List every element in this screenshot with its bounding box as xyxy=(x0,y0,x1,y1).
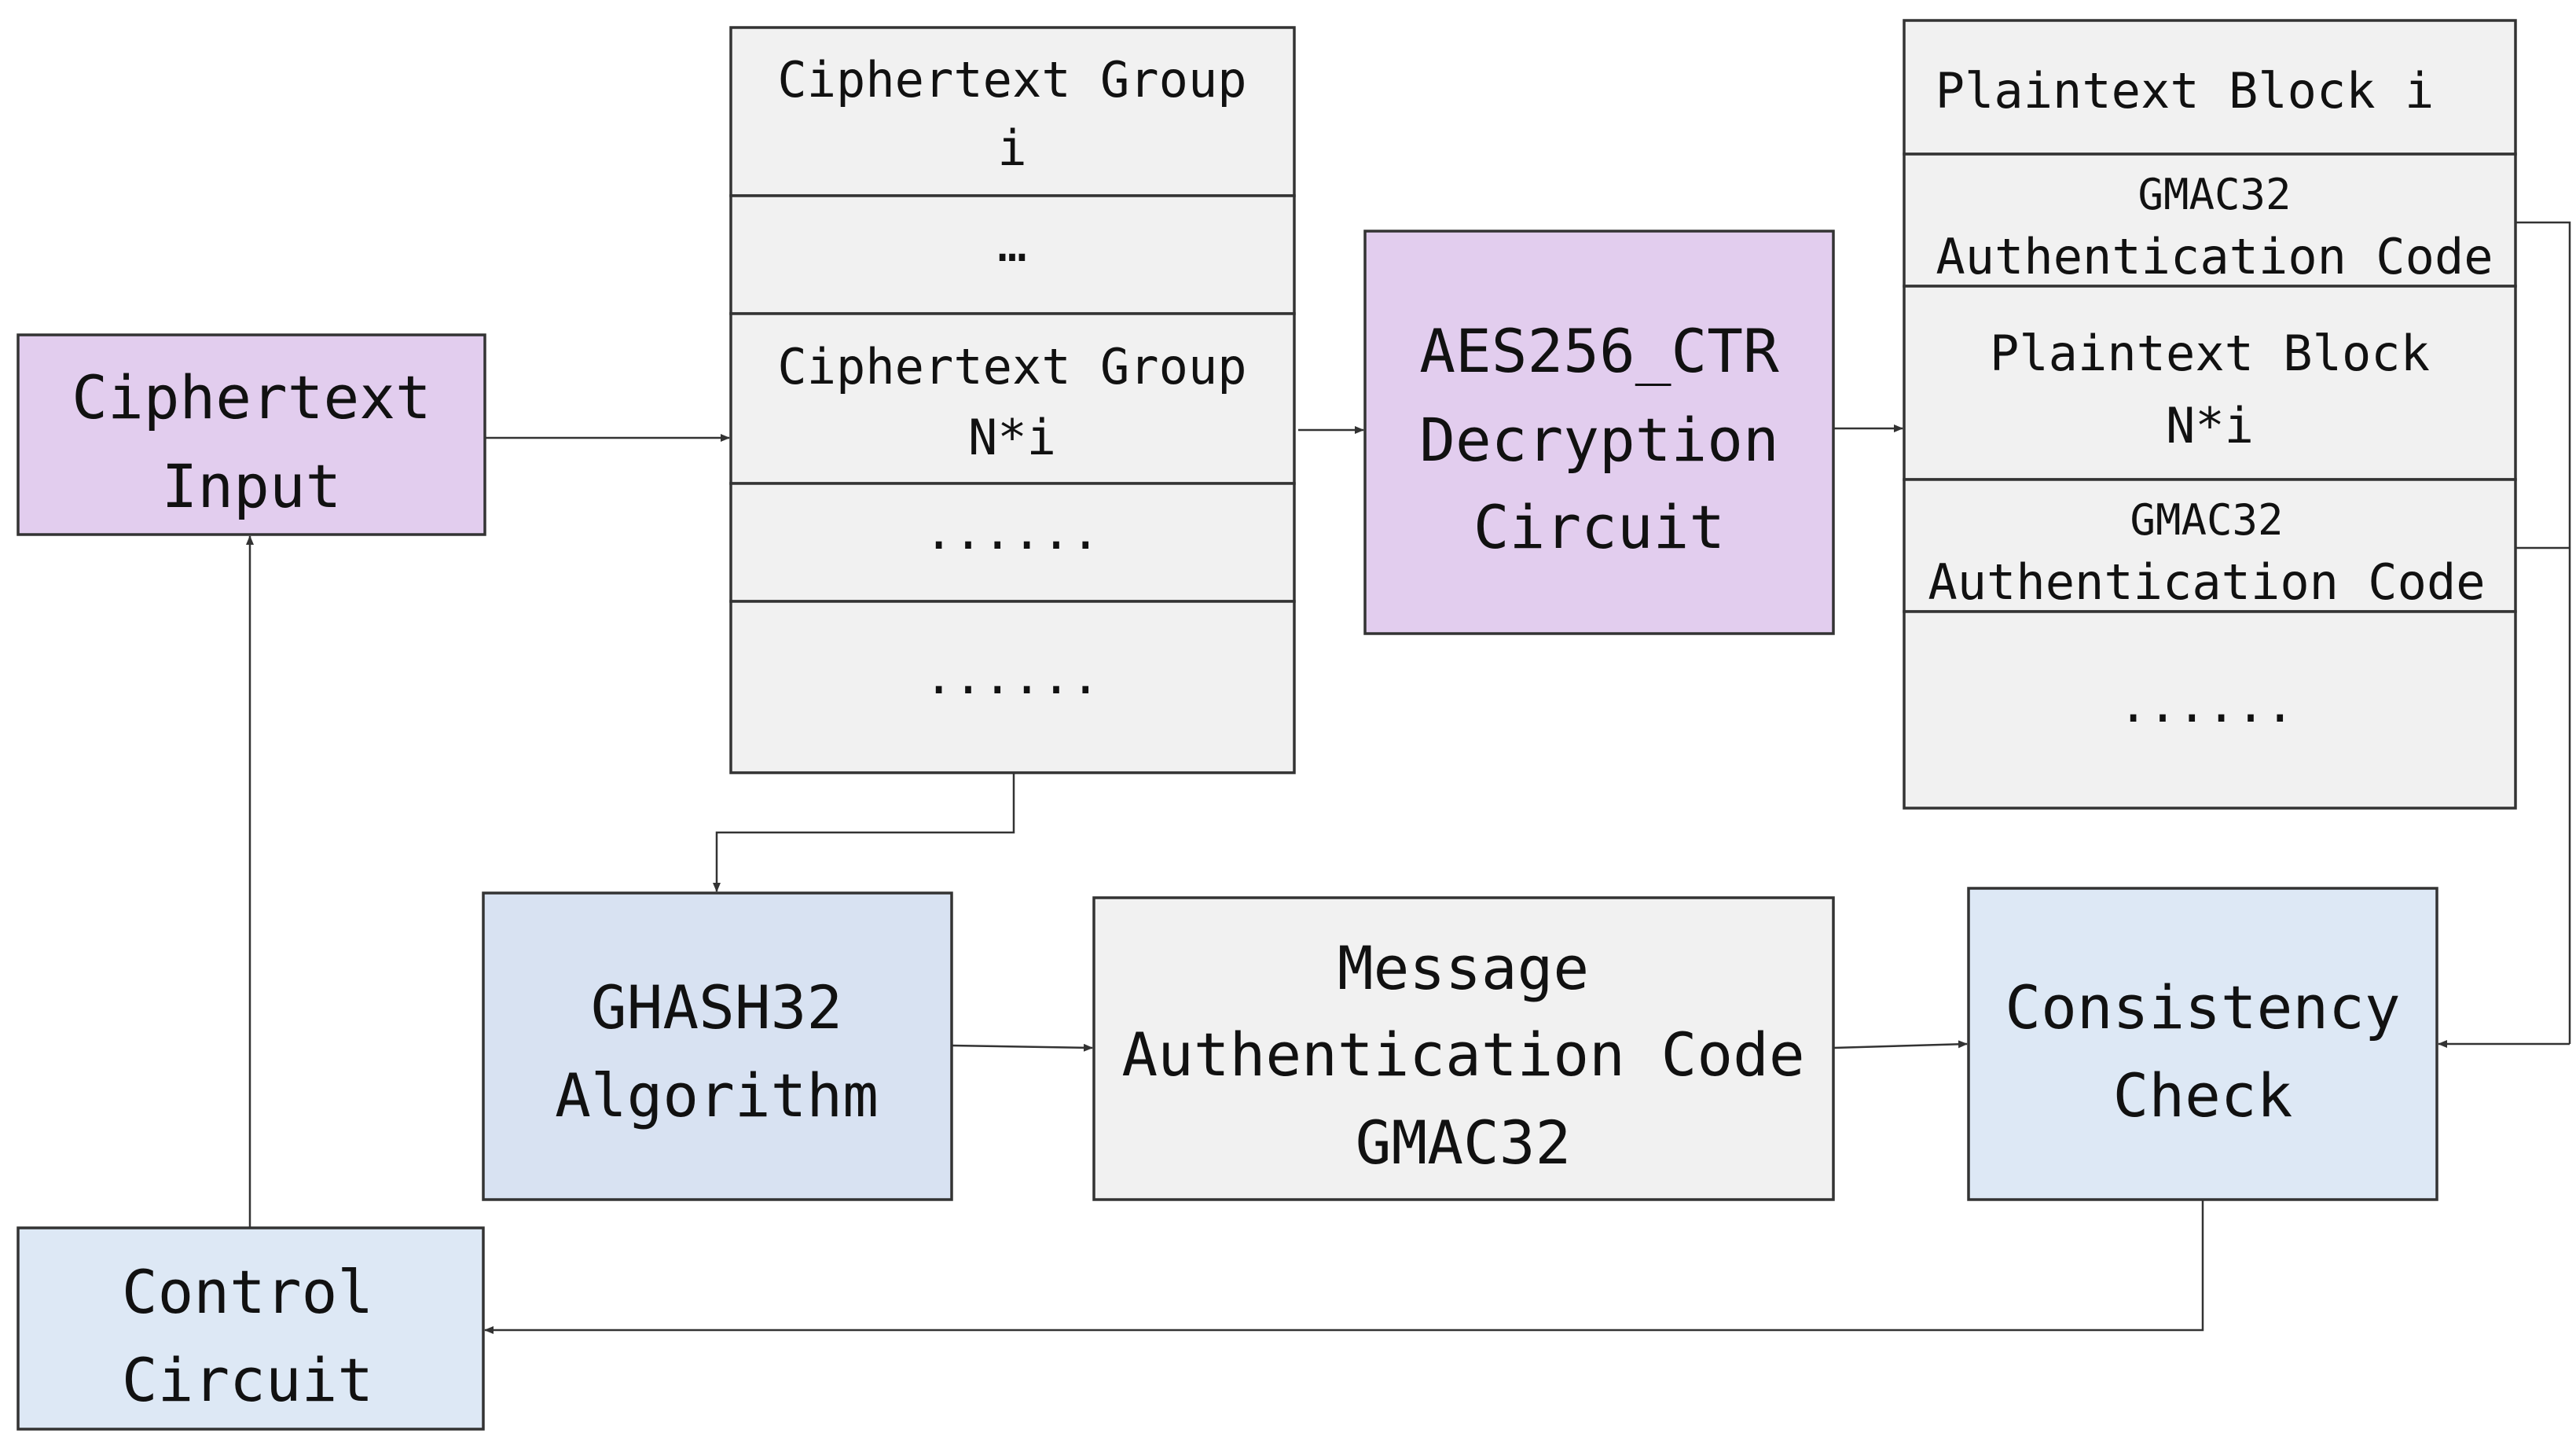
consistency-line2: Check xyxy=(2113,1060,2293,1130)
aes-line3: Circuit xyxy=(1473,492,1725,562)
ciphertext-group-stack: Ciphertext Group i … Ciphertext Group N*… xyxy=(729,26,1296,774)
ciphertext-dots-1: … xyxy=(997,215,1026,273)
bracket-gmac-1 xyxy=(2515,221,2571,1044)
aes-line1: AES256_CTR xyxy=(1419,316,1779,386)
gmac-cell-2 xyxy=(1903,478,2517,613)
arrow-consistency-to-control xyxy=(484,1200,2204,1334)
ciphertext-input-line1: Ciphertext xyxy=(72,362,431,432)
message-auth-line3: GMAC32 xyxy=(1356,1108,1572,1178)
ciphertext-input-line2: Input xyxy=(162,451,342,521)
ciphertext-group-i-line2: i xyxy=(997,119,1026,177)
ghash-algorithm-box: GHASH32 Algorithm xyxy=(482,891,953,1201)
ghash-line1: GHASH32 xyxy=(591,972,842,1042)
ghash-rect xyxy=(482,891,953,1201)
gmac-1-line1: GMAC32 xyxy=(2137,170,2291,219)
aes-line2: Decryption xyxy=(1419,405,1779,475)
ghash-line2: Algorithm xyxy=(555,1060,879,1130)
message-auth-line1: Message xyxy=(1338,933,1589,1003)
gmac-2-line1: GMAC32 xyxy=(2130,495,2283,545)
plaintext-block-stack: Plaintext Block i GMAC32 Authentication … xyxy=(1903,19,2517,810)
ciphertext-dots-2: ...... xyxy=(924,503,1100,560)
arrow-ghash-to-mac xyxy=(951,1043,1093,1052)
ciphertext-group-i-cell xyxy=(729,26,1296,197)
message-authentication-code-box: Message Authentication Code GMAC32 xyxy=(1092,896,1835,1201)
consistency-check-box: Consistency Check xyxy=(1967,887,2438,1201)
ciphertext-input-rect xyxy=(17,333,486,536)
aes-decryption-box: AES256_CTR Decryption Circuit xyxy=(1363,230,1835,635)
ciphertext-dots-cell-3 xyxy=(729,600,1296,774)
plaintext-dots-cell xyxy=(1903,610,2517,810)
ciphertext-dots-cell-1 xyxy=(729,194,1296,315)
plaintext-block-ni-cell xyxy=(1903,285,2517,481)
message-auth-line2: Authentication Code xyxy=(1121,1020,1804,1090)
control-line1: Control xyxy=(122,1257,373,1327)
aes-decryption-rect xyxy=(1363,230,1835,635)
message-auth-rect xyxy=(1092,896,1835,1201)
plaintext-block-i-label: Plaintext Block i xyxy=(1936,62,2435,119)
ciphertext-group-i-line1: Ciphertext Group xyxy=(777,51,1246,108)
ciphertext-dots-3: ...... xyxy=(924,648,1100,705)
plaintext-block-ni-line1: Plaintext Block xyxy=(1990,325,2430,382)
plaintext-dots: ...... xyxy=(2119,676,2295,733)
ciphertext-group-ni-line1: Ciphertext Group xyxy=(777,338,1246,395)
gmac-2-line2: Authentication Code xyxy=(1928,553,2485,611)
arrow-groups-to-ghash xyxy=(713,773,1015,892)
plaintext-block-ni-line2: N*i xyxy=(2166,397,2254,454)
ciphertext-input-box: Ciphertext Input xyxy=(17,333,486,536)
control-line2: Circuit xyxy=(122,1345,373,1415)
connectors xyxy=(246,221,2571,1334)
ciphertext-group-ni-cell xyxy=(729,312,1296,485)
control-circuit-box: Control Circuit xyxy=(17,1226,485,1431)
gmac-1-line2: Authentication Code xyxy=(1936,228,2493,285)
consistency-rect xyxy=(1967,887,2438,1201)
plaintext-block-i-cell xyxy=(1903,19,2517,156)
ciphertext-group-ni-line2: N*i xyxy=(968,409,1056,466)
arrow-mac-to-consistency xyxy=(1833,1040,1968,1049)
consistency-line1: Consistency xyxy=(2005,972,2400,1042)
